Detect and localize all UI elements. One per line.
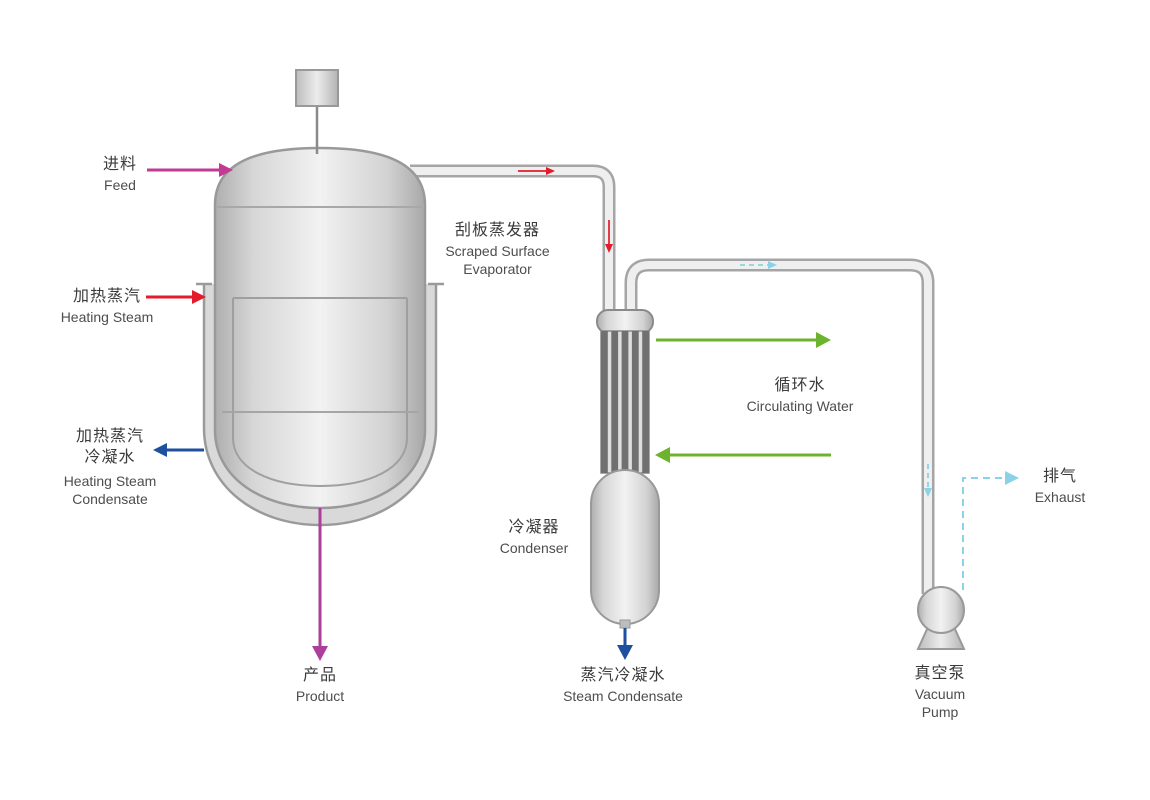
heating-steam-condensate-arrow	[153, 443, 204, 457]
agitator-motor	[295, 69, 339, 154]
steam-condensate-arrow	[617, 628, 633, 660]
condenser-bottom-nozzle	[619, 619, 631, 629]
circulating-water-in-arrow	[655, 447, 831, 463]
product-arrow	[312, 508, 328, 661]
vapour-flow-arrow-vertical	[605, 220, 613, 253]
condenser	[590, 309, 660, 629]
condenser-tube-bundle	[600, 330, 650, 474]
condenser-body	[590, 469, 660, 625]
pipe-condenser-to-vacuum-pump	[624, 258, 935, 594]
feed-arrow	[147, 163, 233, 177]
vacuum-flow-arrow-vertical	[924, 464, 932, 497]
vacuum-flow-arrow-horizontal	[740, 261, 777, 269]
circulating-water-out-arrow	[656, 332, 831, 348]
evaporator-vessel	[213, 146, 427, 510]
vapour-flow-arrow-horizontal	[518, 167, 555, 175]
exhaust-arrowhead	[1005, 471, 1019, 485]
vacuum-pump	[916, 586, 966, 650]
vacuum-pump-casing	[917, 586, 965, 634]
heating-steam-arrow	[146, 290, 206, 304]
exhaust-line	[962, 471, 1019, 590]
pipe-evaporator-to-condenser	[410, 164, 616, 316]
condenser-top-cap	[596, 309, 654, 334]
